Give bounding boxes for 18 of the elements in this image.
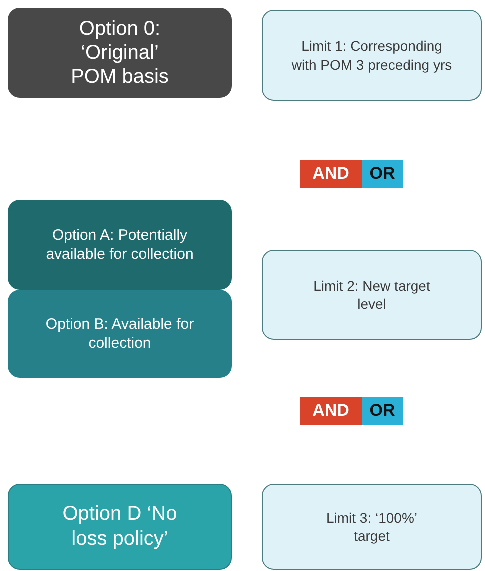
- or-badge: OR: [362, 397, 403, 425]
- box-text: Option B: Available for collection: [44, 314, 196, 354]
- option-box: [8, 290, 232, 378]
- box-text: Limit 3: ‘100%’ target: [325, 508, 419, 546]
- option-box: [8, 8, 232, 98]
- option-box: [8, 484, 232, 570]
- box-text: Limit 1: Corresponding with POM 3 preceding yrs: [291, 37, 453, 74]
- and-badge: AND: [300, 397, 362, 425]
- option-box: [8, 200, 232, 290]
- box-text: Option 0: ‘Original’ POM basis: [70, 17, 170, 89]
- box-text: Option D ‘No loss policy’: [62, 502, 178, 552]
- limit-box: [262, 484, 482, 570]
- limit-box: [262, 10, 482, 101]
- or-badge: OR: [362, 160, 403, 188]
- and-badge: AND: [300, 160, 362, 188]
- box-text: Limit 2: New target level: [313, 276, 431, 314]
- limit-box: [262, 250, 482, 340]
- box-text: Option A: Potentially available for collection: [45, 226, 195, 264]
